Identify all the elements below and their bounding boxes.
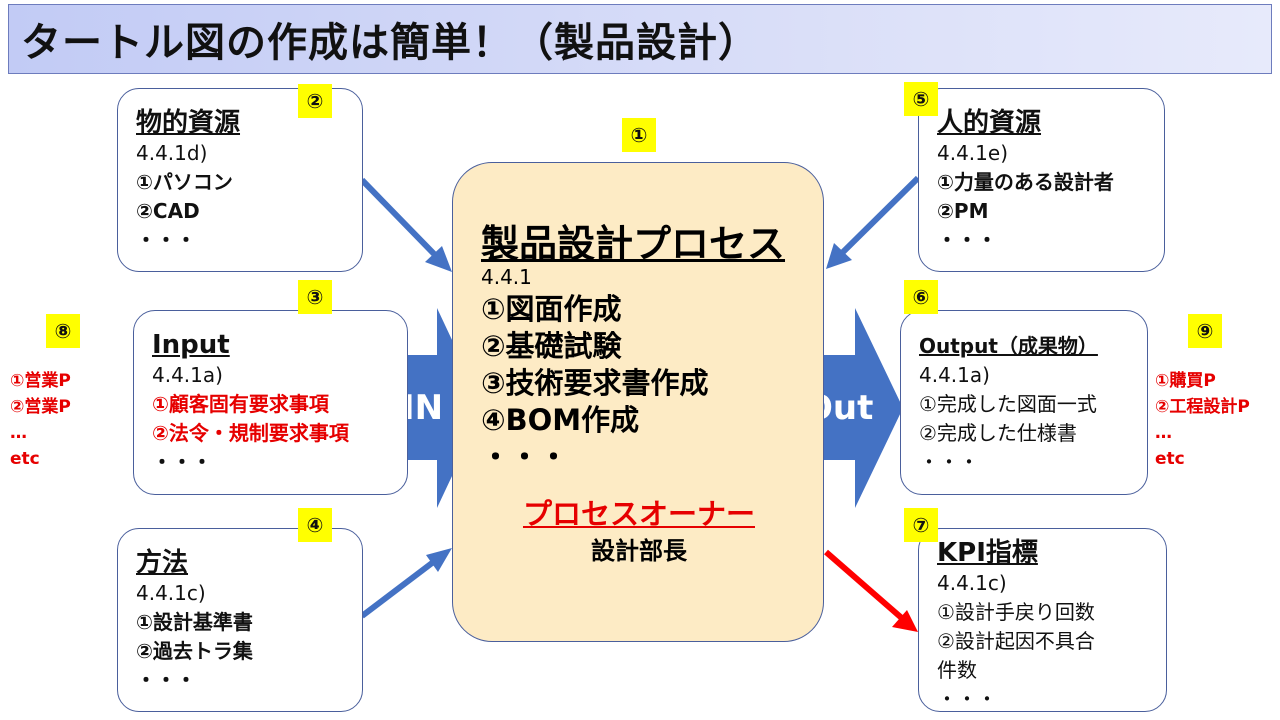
output-box: Output（成果物） 4.4.1a) ①完成した図面一式 ②完成した仕様書 ・… xyxy=(900,310,1148,495)
right-related-processes: ①購買P ②工程設計P … etc xyxy=(1155,368,1250,472)
process-owner-dept: 設計部長 xyxy=(591,537,687,565)
input-item: ①顧客固有要求事項 xyxy=(152,392,329,416)
badge-6: ⑥ xyxy=(904,280,938,314)
badge-1: ① xyxy=(622,118,656,152)
left-related-processes: ①営業P ②営業P … etc xyxy=(10,368,71,472)
physical-item: ①パソコン xyxy=(136,170,233,194)
human-item: ②PM xyxy=(937,199,989,223)
process-item: ・・・ xyxy=(481,440,569,474)
process-item: ④BOM作成 xyxy=(481,403,640,437)
human-resources-box: 人的資源 4.4.1e) ①力量のある設計者 ②PM ・・・ xyxy=(918,88,1165,272)
method-item: ②過去トラ集 xyxy=(136,639,253,663)
in-label: IN xyxy=(402,388,444,428)
physical-resources-box: 物的資源 4.4.1d) ①パソコン ②CAD ・・・ xyxy=(117,88,363,272)
badge-9: ⑨ xyxy=(1188,314,1222,348)
output-item: ②完成した仕様書 xyxy=(919,421,1077,445)
process-heading: 製品設計プロセス xyxy=(481,222,786,266)
method-item: ・・・ xyxy=(136,668,196,692)
process-item: ②基礎試験 xyxy=(481,329,622,363)
physical-item: ・・・ xyxy=(136,228,196,252)
kpi-item: ・・・ xyxy=(937,687,997,711)
method-clause: 4.4.1c) xyxy=(136,581,206,605)
kpi-arrow xyxy=(824,549,906,623)
output-clause: 4.4.1a) xyxy=(919,363,990,387)
method-item: ①設計基準書 xyxy=(136,610,253,634)
process-owner: プロセスオーナー xyxy=(522,497,755,531)
human-item: ①力量のある設計者 xyxy=(937,170,1114,194)
output-heading: Output（成果物） xyxy=(919,334,1098,358)
badge-7: ⑦ xyxy=(904,508,938,542)
process-items: ①図面作成 ②基礎試験 ③技術要求書作成 ④BOM作成 ・・・ xyxy=(481,291,709,476)
left-related-item: … xyxy=(10,423,27,443)
kpi-box: KPI指標 4.4.1c) ①設計手戻り回数 ②設計起因不具合 件数 ・・・ xyxy=(918,528,1167,712)
badge-5: ⑤ xyxy=(904,82,938,116)
output-item: ①完成した図面一式 xyxy=(919,392,1097,416)
kpi-item: ①設計手戻り回数 xyxy=(937,600,1095,624)
badge-8: ⑧ xyxy=(46,314,80,348)
method-box: 方法 4.4.1c) ①設計基準書 ②過去トラ集 ・・・ xyxy=(117,528,363,712)
physical-heading: 物的資源 xyxy=(136,108,241,138)
right-related-item: … xyxy=(1155,423,1172,443)
right-related-item: ①購買P xyxy=(1155,371,1216,391)
method-arrow xyxy=(360,557,438,619)
physical-item: ②CAD xyxy=(136,199,200,223)
badge-4: ④ xyxy=(298,508,332,542)
process-clause: 4.4.1 xyxy=(481,265,532,289)
left-related-item: ①営業P xyxy=(10,371,71,391)
input-item: ②法令・規制要求事項 xyxy=(152,421,349,445)
human-item: ・・・ xyxy=(937,228,997,252)
kpi-heading: KPI指標 xyxy=(937,538,1038,568)
kpi-item: ②設計起因不具合 xyxy=(937,629,1095,653)
input-clause: 4.4.1a) xyxy=(152,363,223,387)
human-heading: 人的資源 xyxy=(937,108,1042,138)
left-related-item: ②営業P xyxy=(10,397,71,417)
kpi-item: 件数 xyxy=(937,658,977,682)
physical-arrow xyxy=(359,177,441,261)
process-item: ①図面作成 xyxy=(481,292,622,326)
human-arrow xyxy=(837,175,921,258)
title-bar: タートル図の作成は簡単！（製品設計） xyxy=(8,4,1272,74)
output-item: ・・・ xyxy=(919,450,979,474)
badge-3: ③ xyxy=(298,280,332,314)
input-item: ・・・ xyxy=(152,450,212,474)
method-heading: 方法 xyxy=(136,548,189,578)
human-clause: 4.4.1e) xyxy=(937,141,1008,165)
input-heading: Input xyxy=(152,330,230,360)
input-box: Input 4.4.1a) ①顧客固有要求事項 ②法令・規制要求事項 ・・・ xyxy=(133,310,408,495)
physical-clause: 4.4.1d) xyxy=(136,141,208,165)
badge-2: ② xyxy=(298,84,332,118)
left-related-item: etc xyxy=(10,449,40,469)
right-related-item: ②工程設計P xyxy=(1155,397,1250,417)
process-item: ③技術要求書作成 xyxy=(481,366,709,400)
right-related-item: etc xyxy=(1155,449,1185,469)
kpi-clause: 4.4.1c) xyxy=(937,571,1007,595)
process-box: 製品設計プロセス 4.4.1 ①図面作成 ②基礎試験 ③技術要求書作成 ④BOM… xyxy=(452,162,824,642)
page-title: タートル図の作成は簡単！（製品設計） xyxy=(21,20,759,66)
